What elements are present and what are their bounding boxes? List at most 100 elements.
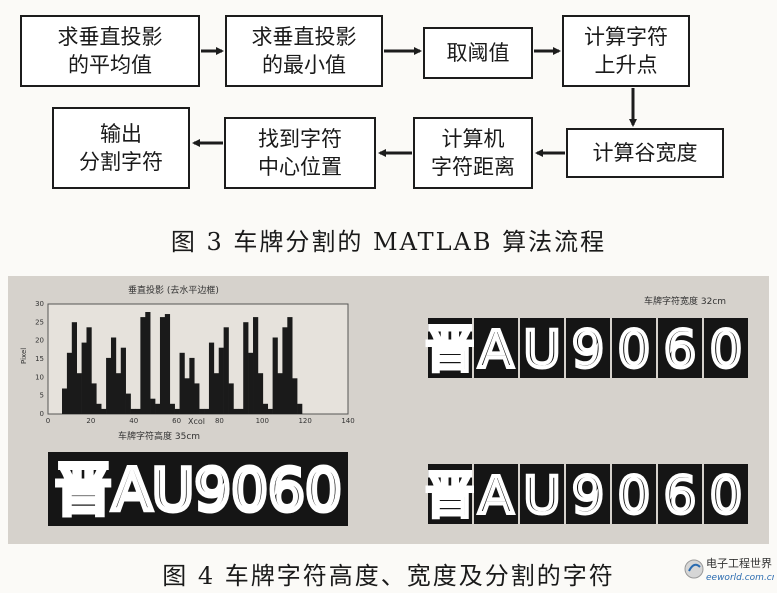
projection-bar <box>130 408 136 414</box>
plot-xtick: 20 <box>86 417 95 425</box>
flow-box-7-line1: 找到字符 <box>258 127 342 151</box>
projection-bar <box>282 327 288 414</box>
char-glyph: 9 <box>572 321 604 380</box>
char-glyph: 0 <box>618 467 650 526</box>
projection-bar <box>257 373 264 414</box>
projection-bar <box>277 373 283 414</box>
projection-bar <box>150 398 156 414</box>
char-glyph: 晋 <box>424 321 475 380</box>
plot-xtick: 100 <box>256 417 269 425</box>
plot-ytick: 5 <box>40 392 44 400</box>
char-glyph: 9 <box>572 467 604 526</box>
projection-bar <box>155 403 161 414</box>
flow-box-4-line1: 计算字符 <box>584 25 668 49</box>
eeworld-logo: 电子工程世界 eeworld.com.cn <box>682 553 777 589</box>
projection-bar <box>223 327 229 414</box>
projection-bar <box>199 408 205 414</box>
flow-box-4-line2: 上升点 <box>594 53 658 77</box>
projection-bar <box>62 388 68 414</box>
flow-box-4: 计算字符 上升点 <box>562 15 690 87</box>
projection-bar <box>125 393 131 414</box>
plot-ytick: 15 <box>35 355 44 363</box>
projection-bar <box>159 317 166 414</box>
flow-box-7-line2: 中心位置 <box>258 155 342 179</box>
projection-bar <box>287 317 293 414</box>
flow-box-2-line2: 的最小值 <box>262 53 346 77</box>
flow-box-6: 计算机 字符距离 <box>413 117 533 189</box>
logo-name: 电子工程世界 <box>706 557 772 570</box>
plot-ytick: 10 <box>35 373 44 381</box>
flow-box-3: 取阈值 <box>423 27 533 79</box>
char-cell <box>704 318 748 378</box>
plot-ytick: 25 <box>35 318 44 326</box>
projection-bar <box>213 373 220 414</box>
projection-bar <box>101 408 107 414</box>
projection-bar <box>248 352 254 414</box>
flow-box-6-line2: 字符距离 <box>431 155 515 179</box>
label-char-height: 车牌字符高度 35cm <box>118 430 200 442</box>
char-glyph: 6 <box>664 467 696 526</box>
char-glyph: 0 <box>710 321 742 380</box>
projection-bar <box>208 342 215 414</box>
projection-bar <box>135 408 141 414</box>
flow-arrows <box>192 47 637 157</box>
projection-bar <box>76 373 82 414</box>
flow-box-8-line2: 分割字符 <box>79 150 163 174</box>
projection-bar <box>91 383 97 414</box>
projection-bar <box>120 347 126 414</box>
full-plate-text: 晋AU9060 <box>54 456 342 524</box>
flow-box-2: 求垂直投影 的最小值 <box>225 15 383 87</box>
projection-bar <box>233 408 239 414</box>
projection-bar <box>106 357 112 414</box>
full-plate: 晋AU9060 <box>48 452 348 527</box>
flow-box-1: 求垂直投影 的平均值 <box>20 15 200 87</box>
plot-xtick: 0 <box>46 417 50 425</box>
char-glyph: U <box>523 467 560 526</box>
char-glyph: 0 <box>710 467 742 526</box>
plot-xtick: 140 <box>341 417 354 425</box>
projection-bar <box>267 408 273 414</box>
figure4-caption: 图 4 车牌字符高度、宽度及分割的字符 <box>162 562 615 590</box>
flow-box-2-line1: 求垂直投影 <box>251 25 357 49</box>
char-cell <box>474 318 518 378</box>
plot-xtick: 80 <box>215 417 224 425</box>
flow-box-8: 输出 分割字符 <box>52 107 190 189</box>
projection-bar <box>272 337 278 414</box>
flow-box-8-line1: 输出 <box>100 122 142 146</box>
plot-ylabel: Pixel <box>20 348 28 364</box>
plot-xlabel: Xcol <box>188 417 205 426</box>
projection-bar <box>164 314 171 414</box>
projection-bar <box>86 327 92 414</box>
char-cell <box>658 464 702 524</box>
plot-ytick: 0 <box>40 410 44 418</box>
char-glyph: U <box>523 321 560 380</box>
projection-bar <box>145 312 151 414</box>
projection-bar <box>110 337 117 414</box>
projection-bar <box>292 378 298 414</box>
figure3-caption: 图 3 车牌分割的 MATLAB 算法流程 <box>170 228 607 256</box>
char-cell <box>566 464 610 524</box>
logo-url: eeworld.com.cn <box>706 573 774 583</box>
projection-bar <box>140 317 146 414</box>
char-cell <box>520 464 564 524</box>
flow-box-7: 找到字符 中心位置 <box>224 117 376 189</box>
plot-xtick: 40 <box>129 417 138 425</box>
projection-bar <box>174 408 180 414</box>
char-cell <box>474 464 518 524</box>
plot-title: 垂直投影 (去水平边框) <box>128 284 219 296</box>
projection-bar <box>194 383 200 414</box>
eeworld-logo-art: 电子工程世界 eeworld.com.cn <box>684 557 777 583</box>
char-glyph: A <box>479 467 514 526</box>
char-glyph: 晋 <box>424 467 475 526</box>
projection-bar <box>179 352 185 414</box>
projection-bar <box>169 403 175 414</box>
projection-bar <box>189 357 195 414</box>
flow-box-1-line2: 的平均值 <box>68 53 152 77</box>
projection-bar <box>253 317 259 414</box>
projection-bar <box>71 322 77 414</box>
projection-bar <box>243 322 249 414</box>
